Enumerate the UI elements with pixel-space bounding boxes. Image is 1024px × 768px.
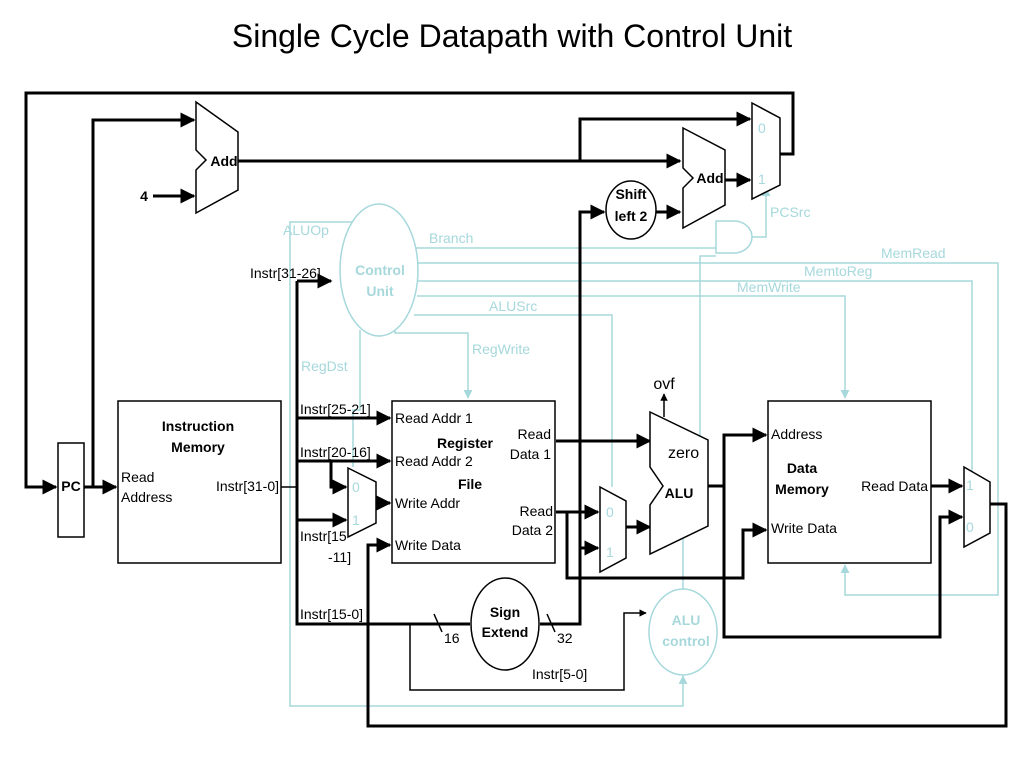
alu-control-label-line2: control [662, 633, 709, 649]
data-memory-title-line1: Data [787, 460, 818, 476]
pc-register: PC [57, 442, 85, 538]
regwrite-label: RegWrite [472, 341, 530, 357]
read-address-label-line2: Address [121, 489, 172, 505]
register-file: Read Addr 1 Register Read Addr 2 File Wr… [391, 400, 556, 564]
branch-adder: Add [682, 126, 726, 230]
page-title: Single Cycle Datapath with Control Unit [231, 18, 793, 54]
pc-label: PC [61, 478, 80, 494]
register-file-title-line2: File [458, 476, 482, 492]
alusrc-mux-input-0: 0 [606, 504, 614, 520]
sign-extend-label-line2: Extend [482, 624, 529, 640]
alusrc-mux-input-1: 1 [606, 544, 614, 560]
instruction-memory: Instruction Memory Read Address Instr[31… [117, 400, 282, 564]
pc-mux: 0 1 [751, 101, 781, 201]
alu-label: ALU [665, 485, 694, 501]
control-signal-labels: ALUOp Branch PCSrc MemRead MemtoReg MemW… [283, 204, 946, 374]
dm-read-data-label: Read Data [861, 478, 928, 494]
dm-address-label: Address [771, 426, 822, 442]
pc-adder-label: Add [210, 153, 237, 169]
regdst-mux-input-0: 0 [352, 479, 360, 495]
instr-15-11-label-line1: Instr[15 [300, 528, 347, 544]
pcsrc-label: PCSrc [770, 204, 810, 220]
alu-control-label-line1: ALU [672, 612, 701, 628]
instr-31-26-label: Instr[31-26] [250, 265, 321, 281]
memtoreg-mux-input-1: 1 [966, 477, 974, 493]
datapath-wires [24, 91, 1008, 728]
read-addr-2-label: Read Addr 2 [395, 453, 473, 469]
alusrc-mux: 0 1 [599, 485, 627, 574]
instr-31-0-label: Instr[31-0] [216, 478, 279, 494]
read-data-1-label-line2: Data 1 [510, 446, 551, 462]
alu: zero ALU ovf [649, 376, 709, 556]
branch-adder-label: Add [696, 170, 723, 186]
write-data-label: Write Data [395, 537, 461, 553]
dm-write-data-label: Write Data [771, 520, 837, 536]
memread-label: MemRead [881, 245, 946, 261]
branch-label: Branch [429, 230, 473, 246]
control-unit-label-line1: Control [355, 262, 405, 278]
sign-extend-label-line1: Sign [490, 604, 520, 620]
memtoreg-mux-input-0: 0 [966, 519, 974, 535]
const-four-label: 4 [140, 188, 148, 204]
alu-zero-label: zero [668, 445, 699, 462]
pc-mux-input-1: 1 [758, 171, 766, 187]
control-unit: Control Unit [339, 203, 419, 337]
width-32-label: 32 [557, 630, 573, 646]
sign-extend: Sign Extend [470, 577, 540, 671]
alu-control: ALU control [648, 588, 718, 676]
alusrc-label: ALUSrc [489, 298, 537, 314]
read-data-2-label-line2: Data 2 [512, 522, 553, 538]
memwrite-label: MemWrite [737, 279, 801, 295]
read-data-2-label-line1: Read [520, 503, 553, 519]
instr-15-0-label: Instr[15-0] [300, 606, 363, 622]
shift-left-2: Shift left 2 [605, 180, 657, 240]
instr-15-11-label-line2: -11] [328, 549, 351, 565]
write-addr-label: Write Addr [395, 495, 460, 511]
data-memory: Address Data Memory Read Data Write Data [767, 400, 932, 564]
read-address-label-line1: Read [121, 469, 154, 485]
data-memory-title-line2: Memory [775, 481, 829, 497]
instr-25-21-label: Instr[25-21] [300, 401, 371, 417]
instr-20-16-label: Instr[20-16] [300, 444, 371, 460]
instr-5-0-label: Instr[5-0] [532, 666, 587, 682]
instruction-memory-title-line2: Memory [171, 439, 225, 455]
read-addr-1-label: Read Addr 1 [395, 410, 473, 426]
instruction-memory-title-line1: Instruction [162, 418, 234, 434]
shift-left-label-line2: left 2 [615, 208, 648, 224]
aluop-label: ALUOp [283, 222, 329, 238]
signal-labels: Instr[31-26] Instr[25-21] Instr[20-16] I… [250, 265, 587, 682]
read-data-1-label-line1: Read [518, 426, 551, 442]
alu-ovf-label: ovf [653, 376, 675, 393]
regdst-label: RegDst [301, 358, 348, 374]
control-unit-label-line2: Unit [366, 283, 394, 299]
branch-and-gate [715, 220, 753, 254]
register-file-title-line1: Register [437, 435, 494, 451]
pc-adder: Add [195, 100, 239, 215]
shift-left-label-line1: Shift [615, 186, 646, 202]
regdst-mux: 0 1 [347, 466, 377, 539]
width-16-label: 16 [444, 630, 460, 646]
memtoreg-label: MemtoReg [804, 263, 872, 279]
memtoreg-mux: 1 0 [963, 465, 991, 549]
pc-mux-input-0: 0 [758, 120, 766, 136]
regdst-mux-input-1: 1 [352, 512, 360, 528]
